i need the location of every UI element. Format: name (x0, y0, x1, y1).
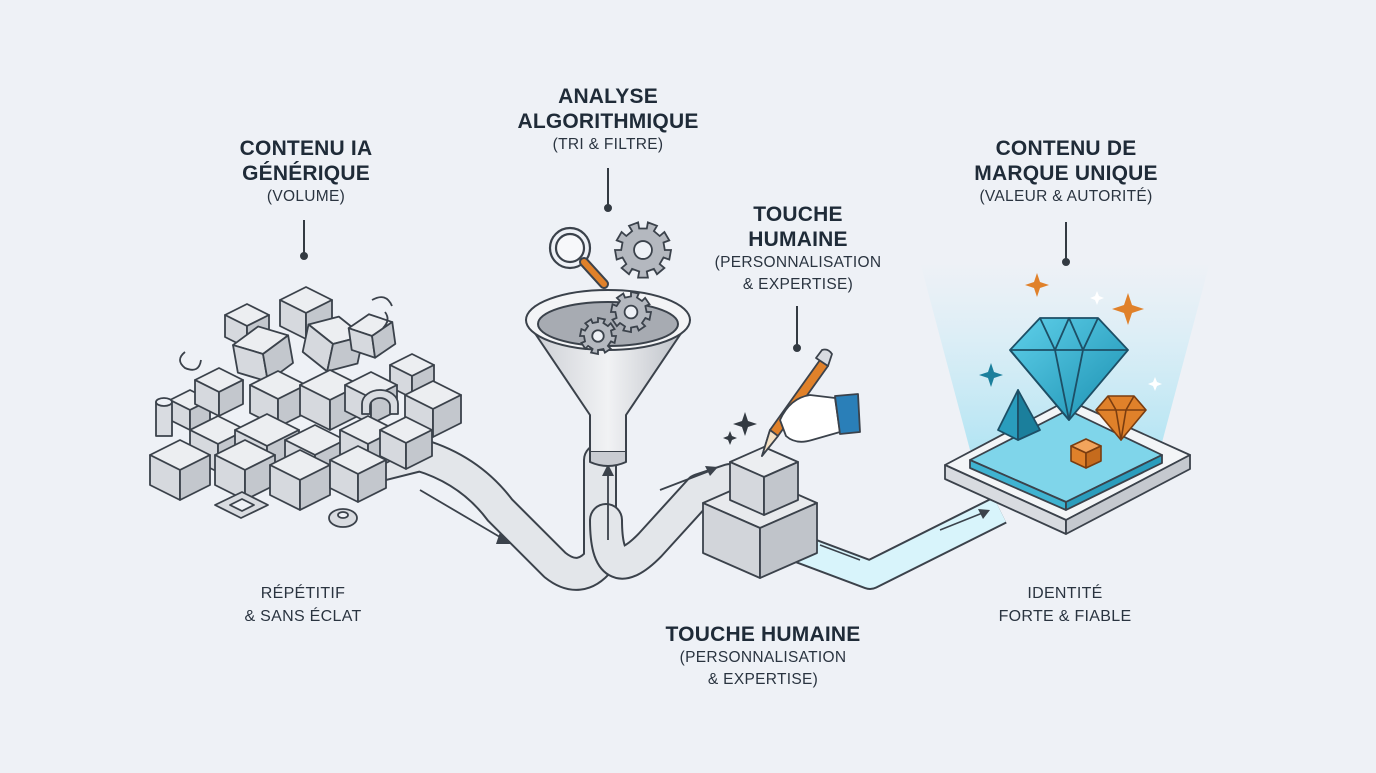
human-title-line2: HUMAINE (748, 228, 848, 251)
diamond-icon (1009, 317, 1129, 421)
human-subtitle-line1: (PERSONNALISATION (714, 254, 882, 271)
pyramid-icon (997, 389, 1041, 441)
analysis-subtitle: (TRI & FILTRE) (552, 136, 664, 153)
generic-title-line1: CONTENU IA (239, 137, 373, 160)
label-brand-bottom: IDENTITÉ FORTE & FIABLE (999, 582, 1132, 628)
sparkle-icon (723, 412, 757, 445)
analysis-title-line2: ALGORITHMIQUE (517, 110, 699, 133)
human-bottom-subtitle-line2: & EXPERTISE) (707, 671, 819, 688)
orange-cube-icon (1070, 438, 1102, 469)
label-human-bottom: TOUCHE HUMAINE (PERSONNALISATION & EXPER… (666, 622, 861, 691)
funnel-icon (525, 289, 691, 467)
magnifier-icon (548, 226, 609, 289)
pipe-arrow-icon (343, 438, 1007, 591)
label-generic: CONTENU IA GÉNÉRIQUE (VOLUME) (240, 136, 373, 208)
gear-icon (578, 221, 673, 356)
cube-icon (379, 416, 433, 470)
orange-gem-icon (1095, 395, 1147, 441)
cube-icon (269, 449, 331, 511)
brand-bottom-line2: FORTE & FIABLE (998, 608, 1132, 625)
human-title-line1: TOUCHE (753, 203, 843, 226)
generic-bottom-line2: & SANS ÉCLAT (244, 608, 362, 625)
brand-title-line2: MARQUE UNIQUE (974, 162, 1158, 185)
cube-icon (299, 369, 361, 431)
brand-sparkles (979, 273, 1162, 391)
label-human: TOUCHE HUMAINE (PERSONNALISATION & EXPER… (715, 202, 882, 296)
label-brand: CONTENU DE MARQUE UNIQUE (VALEUR & AUTOR… (974, 136, 1157, 208)
human-bottom-subtitle-line1: (PERSONNALISATION (679, 649, 847, 666)
cube-pile-icon (149, 286, 462, 528)
brand-title-line1: CONTENU DE (995, 137, 1137, 160)
human-subtitle-line2: & EXPERTISE) (742, 276, 854, 293)
generic-bottom-line1: RÉPÉTITIF (260, 585, 346, 602)
cube-icon (329, 445, 387, 503)
leader-lines (300, 168, 1070, 352)
label-analysis: ANALYSE ALGORITHMIQUE (TRI & FILTRE) (517, 84, 698, 156)
cube-icon (347, 313, 397, 359)
generic-subtitle: (VOLUME) (266, 188, 346, 205)
cube-icon (214, 439, 276, 501)
hand-icon (779, 393, 861, 443)
label-generic-bottom: RÉPÉTITIF & SANS ÉCLAT (244, 582, 361, 628)
cube-icon (149, 439, 211, 501)
human-touch-block (702, 446, 818, 579)
human-bottom-title: TOUCHE HUMAINE (665, 623, 861, 646)
cube-icon (232, 325, 294, 383)
generic-title-line2: GÉNÉRIQUE (242, 162, 370, 185)
brand-subtitle: (VALEUR & AUTORITÉ) (979, 188, 1153, 205)
brand-bottom-line1: IDENTITÉ (1027, 585, 1103, 602)
analysis-title-line1: ANALYSE (558, 85, 658, 108)
